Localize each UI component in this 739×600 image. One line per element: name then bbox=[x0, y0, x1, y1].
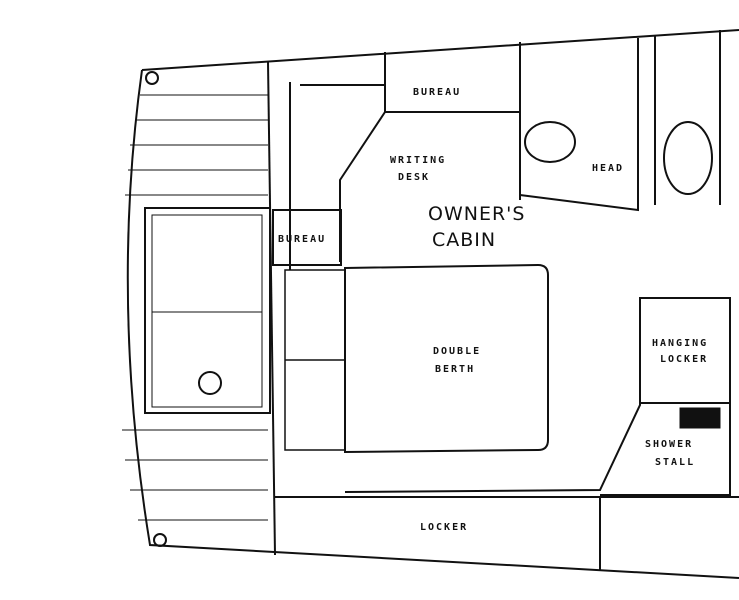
shower-drain-grid bbox=[679, 407, 721, 429]
label-hanging-locker: LOCKER bbox=[660, 354, 708, 365]
label-cabin: CABIN bbox=[432, 229, 496, 251]
bureau-top-outline bbox=[384, 52, 520, 113]
label-double: DOUBLE bbox=[433, 346, 481, 357]
double-berth-outline bbox=[344, 263, 549, 454]
hull-outline bbox=[126, 29, 739, 579]
hanging-locker-box bbox=[639, 297, 731, 404]
transom-bulkhead bbox=[267, 61, 276, 556]
label-head: HEAD bbox=[592, 163, 624, 174]
shower-stall-outline bbox=[600, 402, 731, 496]
toilet bbox=[524, 121, 576, 163]
label-berth: BERTH bbox=[435, 364, 475, 375]
label-shower: SHOWER bbox=[645, 439, 693, 450]
bureau-left-box bbox=[272, 209, 342, 266]
cleat-bottom bbox=[153, 533, 167, 547]
aft-deck-hatching bbox=[122, 94, 268, 521]
label-hanging: HANGING bbox=[652, 338, 708, 349]
label-stall: STALL bbox=[655, 457, 695, 468]
hatch-inner bbox=[151, 214, 263, 408]
cabin-wall bbox=[289, 82, 385, 270]
label-desk: DESK bbox=[398, 172, 430, 183]
cleat-top bbox=[145, 71, 159, 85]
hatch-ring bbox=[198, 371, 222, 395]
hatch-frame bbox=[144, 207, 271, 414]
label-bureau-left: BUREAU bbox=[278, 234, 326, 245]
head-wall bbox=[519, 38, 639, 212]
writing-desk bbox=[339, 111, 386, 262]
sink bbox=[663, 121, 713, 195]
label-writing: WRITING bbox=[390, 155, 446, 166]
label-bureau-top: BUREAU bbox=[413, 87, 461, 98]
cabin-floor-outline bbox=[344, 300, 641, 493]
label-owners: OWNER'S bbox=[428, 203, 525, 225]
label-locker: LOCKER bbox=[420, 522, 468, 533]
